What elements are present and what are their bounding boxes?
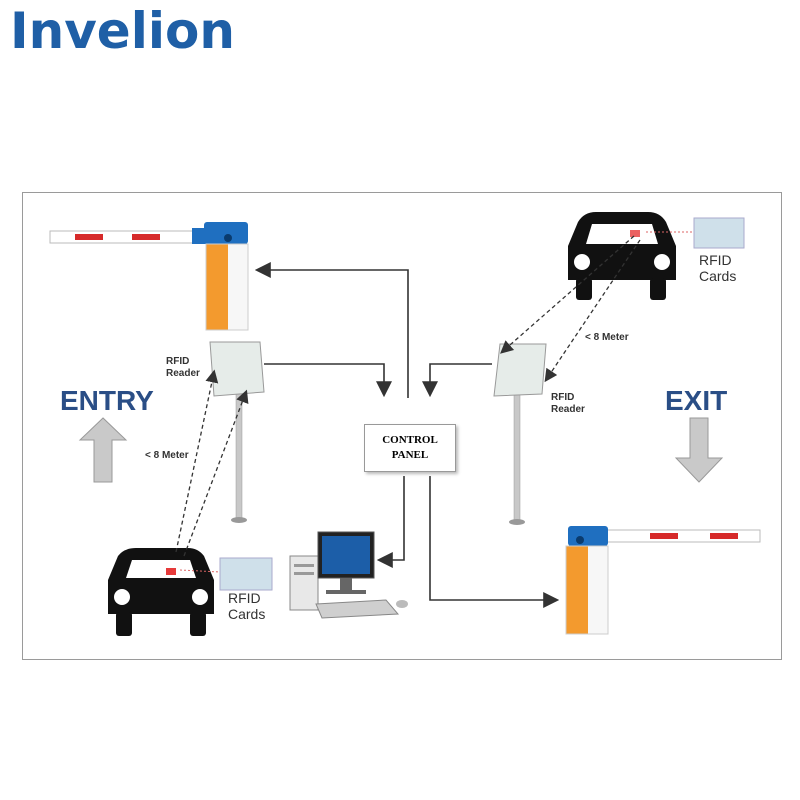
exit-reader-label-line1: RFID [551, 392, 575, 403]
exit-rfid-reader [493, 343, 547, 525]
arrow-up-icon [78, 417, 128, 483]
exit-reader-label: RFID Reader [551, 392, 585, 416]
entry-rfid-card [219, 557, 273, 591]
entry-reader-label-line2: Reader [166, 368, 200, 379]
entry-reader-label: RFID Reader [166, 356, 200, 380]
entry-label: ENTRY [60, 385, 154, 416]
arrow-down-icon [674, 417, 724, 483]
exit-cards-label-line1: RFID [699, 252, 732, 268]
control-panel-line1: CONTROL [382, 434, 438, 446]
entry-cards-label-line2: Cards [228, 606, 266, 622]
entry-cards-label-line1: RFID [228, 590, 261, 606]
computer-icon [289, 531, 408, 619]
brand-logo: Invelion [10, 2, 235, 60]
exit-barrier-gate [565, 526, 761, 635]
exit-distance-label: < 8 Meter [585, 332, 629, 343]
entry-reader-label-line1: RFID [166, 356, 190, 367]
exit-label: EXIT [665, 385, 728, 416]
entry-car [108, 548, 214, 636]
entry-rfid-reader [209, 341, 265, 523]
exit-rfid-card [693, 217, 745, 249]
control-panel: CONTROL PANEL [364, 424, 456, 472]
entry-card-link [179, 569, 221, 573]
entry-barrier-gate [49, 222, 249, 331]
entry-signal-lines [175, 369, 249, 557]
exit-reader-label-line2: Reader [551, 404, 585, 415]
exit-cards-label-line2: Cards [699, 268, 737, 284]
exit-signal-lines [500, 235, 641, 383]
entry-cards-label: RFID Cards [228, 590, 265, 622]
control-panel-line2: PANEL [391, 449, 429, 461]
exit-cards-label: RFID Cards [699, 252, 736, 284]
flow-arrows [254, 262, 560, 608]
entry-distance-label: < 8 Meter [145, 450, 189, 461]
exit-car [568, 212, 676, 300]
